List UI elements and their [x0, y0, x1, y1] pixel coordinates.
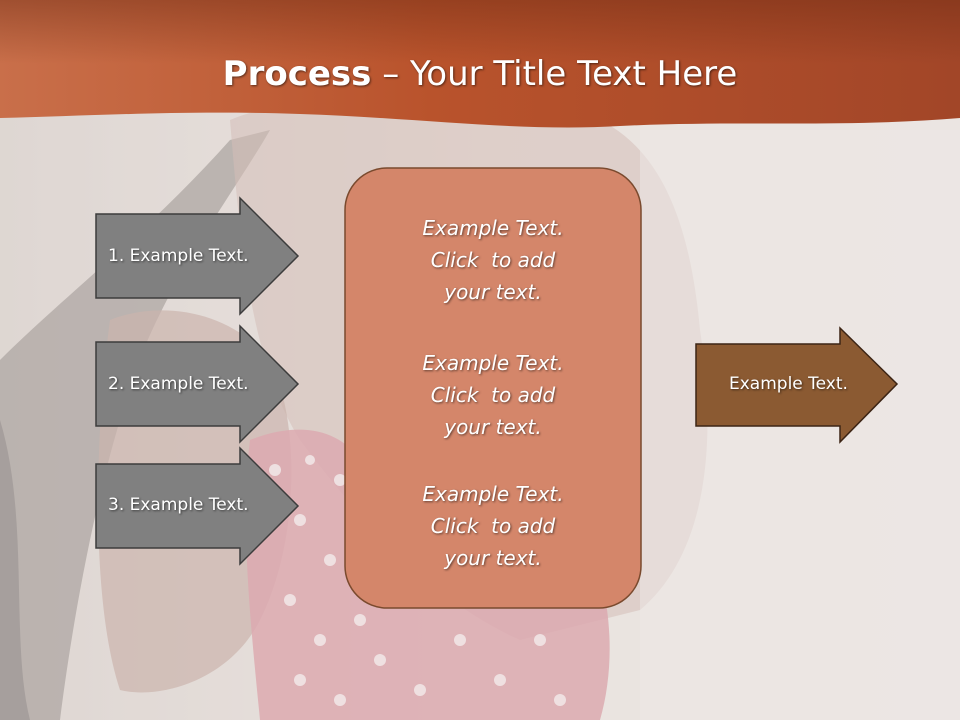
- result-label[interactable]: Example Text.: [729, 374, 848, 394]
- center-box-shape: [344, 167, 642, 609]
- block-line: Click to add: [430, 514, 556, 538]
- slide-title: Process – Your Title Text Here: [0, 52, 960, 96]
- step-2-label[interactable]: 2. Example Text.: [108, 374, 249, 394]
- block-line: Example Text.: [422, 351, 564, 375]
- center-block-1[interactable]: Example Text. Click to add your text.: [345, 212, 641, 308]
- center-block-3[interactable]: Example Text. Click to add your text.: [345, 478, 641, 574]
- step-arrow-1: [95, 196, 300, 316]
- block-line: Click to add: [430, 383, 556, 407]
- title-text: Your Title Text Here: [410, 54, 738, 94]
- title-emphasis: Process: [222, 54, 372, 94]
- block-line: Example Text.: [422, 216, 564, 240]
- step-3-label[interactable]: 3. Example Text.: [108, 495, 249, 515]
- center-block-2[interactable]: Example Text. Click to add your text.: [345, 347, 641, 443]
- title-separator: –: [371, 54, 411, 94]
- block-line: Example Text.: [422, 482, 564, 506]
- step-arrow-3: [95, 446, 300, 566]
- result-arrow: [695, 326, 899, 444]
- step-arrow-2: [95, 324, 300, 444]
- center-box[interactable]: Example Text. Click to add your text. Ex…: [345, 168, 641, 608]
- block-line: your text.: [444, 415, 542, 439]
- block-line: your text.: [444, 546, 542, 570]
- block-line: Click to add: [430, 248, 556, 272]
- block-line: your text.: [444, 280, 542, 304]
- step-1-label[interactable]: 1. Example Text.: [108, 246, 249, 266]
